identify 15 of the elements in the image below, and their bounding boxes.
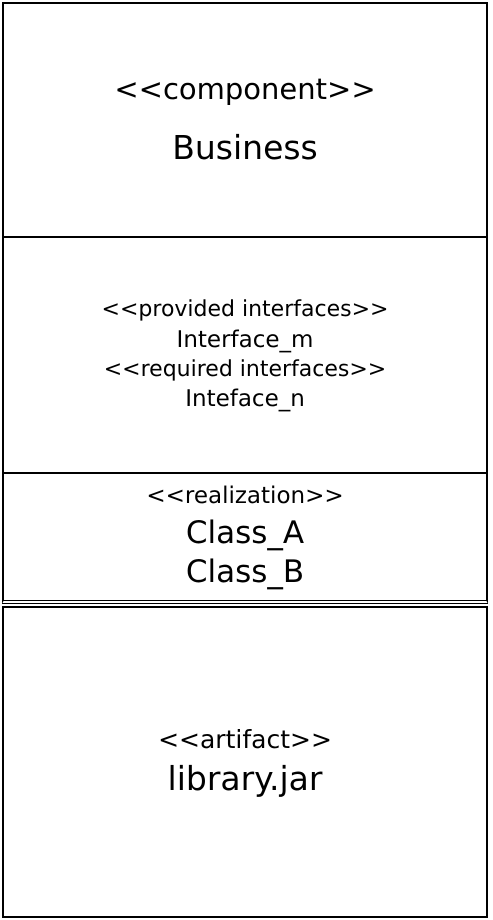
component-name: Business [172, 128, 318, 167]
class-name: Class_B [186, 555, 304, 591]
interfaces-compartment [2, 236, 488, 474]
component-compartment [2, 2, 488, 238]
artifact-compartment [2, 606, 488, 918]
class-name: Class_A [186, 516, 304, 552]
stereotype-label: <<artifact>> [158, 726, 332, 754]
stereotype-label: <<realization>> [146, 483, 344, 510]
stereotype-label: <<required interfaces>> [104, 357, 386, 382]
artifact-name: library.jar [168, 760, 322, 798]
interface-name: Inteface_n [185, 386, 305, 413]
stereotype-label: <<provided interfaces>> [102, 297, 388, 323]
interface-name: Interface_m [176, 326, 314, 353]
stereotype-label: <<component>> [114, 73, 376, 107]
realization-compartment [2, 472, 488, 604]
